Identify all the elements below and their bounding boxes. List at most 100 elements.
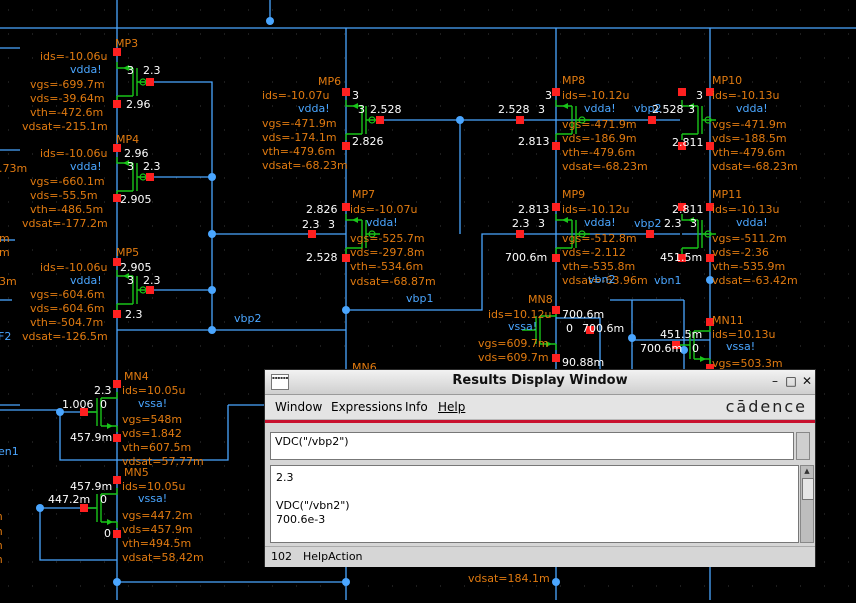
schematic-label: 2.826 — [306, 203, 338, 216]
schematic-label: vdsat=-126.5m — [22, 330, 108, 343]
schematic-label: 2.905 — [120, 261, 152, 274]
schematic-label: ids=-10.07u — [350, 203, 417, 216]
schematic-label: 700.6m — [640, 342, 682, 355]
schematic-label: vgs=-471.9m — [712, 118, 787, 131]
schematic-label: vdsat=57.77m — [122, 455, 204, 468]
schematic-label: MP5 — [116, 246, 139, 259]
schematic-label: F2 — [0, 330, 11, 343]
schematic-label: vds=-174.1m — [262, 131, 337, 144]
schematic-label: 0 — [104, 527, 111, 540]
schematic-label: vds=609.7m — [478, 351, 549, 364]
schematic-label: 2.528 — [306, 251, 338, 264]
schematic-label: 3 — [127, 64, 134, 77]
schematic-label: ids=-10.06u — [40, 261, 107, 274]
schematic-label: MP10 — [712, 74, 742, 87]
results-output[interactable]: 2.3 VDC("/vbn2") 700.6e-3 — [270, 465, 799, 543]
schematic-label: MN5 — [124, 466, 149, 479]
menu-expressions[interactable]: Expressions — [331, 400, 403, 414]
schematic-label: vbp2 — [634, 102, 661, 115]
schematic-label: vds=-39.64m — [30, 92, 105, 105]
schematic-label: vdsat=-68.23m — [712, 160, 798, 173]
close-icon[interactable]: ✕ — [801, 374, 813, 388]
schematic-label: 2.811 — [672, 136, 704, 149]
schematic-label: 1.006 — [62, 398, 94, 411]
menubar: Window Expressions Info Help cādence — [265, 395, 815, 420]
schematic-label: ids=-10.13u — [712, 203, 779, 216]
schematic-label: vdda! — [70, 160, 102, 173]
status-bar: 102 HelpAction — [265, 546, 815, 567]
schematic-label: vds=1.842 — [122, 427, 182, 440]
scroll-up-icon[interactable]: ▲ — [804, 467, 810, 475]
schematic-label: vdda! — [366, 216, 398, 229]
schematic-label: MN11 — [712, 314, 744, 327]
schematic-label: vdsat=-68.23m — [562, 160, 648, 173]
schematic-label: 2m — [0, 246, 10, 259]
schematic-label: 2.905 — [120, 193, 152, 206]
schematic-label: vdda! — [736, 216, 768, 229]
schematic-label: ids=10.12u — [488, 308, 551, 321]
schematic-label: vth=-472.6m — [30, 106, 103, 119]
schematic-label: ids=-10.07u — [262, 89, 329, 102]
schematic-label: 3 — [538, 103, 545, 116]
schematic-label: 451.5m — [660, 251, 702, 264]
schematic-label: vgs=-604.6m — [30, 288, 105, 301]
schematic-label: m — [0, 510, 3, 523]
schematic-label: vdsat=-177.2m — [22, 217, 108, 230]
schematic-label: 3 — [538, 217, 545, 230]
menu-info[interactable]: Info — [405, 400, 428, 414]
schematic-label: 2.528 — [370, 103, 402, 116]
schematic-label: vgs=-660.1m — [30, 175, 105, 188]
schematic-label: vth=-534.6m — [350, 260, 423, 273]
schematic-label: 700.6m — [505, 251, 547, 264]
schematic-label: vds=-297.8m — [350, 246, 425, 259]
window-app-icon[interactable]: ▪▪▪▪▪▪ — [271, 374, 289, 390]
schematic-label: vth=-535.8m — [562, 260, 635, 273]
schematic-label: vds=-604.6m — [30, 302, 105, 315]
status-code: 102 — [271, 550, 292, 563]
results-display-window[interactable]: ▪▪▪▪▪▪ Results Display Window – □ ✕ Wind… — [264, 369, 816, 567]
schematic-label: 457.9m — [70, 480, 112, 493]
schematic-label: 0 — [692, 342, 699, 355]
scroll-thumb[interactable] — [802, 478, 814, 500]
schematic-label: 2.813 — [518, 203, 550, 216]
schematic-label: ids=10.05u — [122, 480, 185, 493]
schematic-label: m — [0, 525, 3, 538]
schematic-label: vdda! — [70, 274, 102, 287]
schematic-label: MN8 — [528, 293, 553, 306]
junction-dots — [36, 17, 714, 586]
output-line: 2.3 — [276, 471, 294, 484]
window-title: Results Display Window — [452, 373, 628, 388]
expression-field[interactable]: VDC("/vbp2") — [270, 432, 794, 460]
window-titlebar[interactable]: ▪▪▪▪▪▪ Results Display Window – □ ✕ — [265, 370, 815, 395]
output-scrollbar[interactable]: ▲ — [800, 465, 814, 543]
schematic-label: vssa! — [138, 397, 167, 410]
schematic-label: 2.826 — [352, 135, 384, 148]
schematic-label: vth=607.5m — [122, 441, 191, 454]
menu-window[interactable]: Window — [275, 400, 323, 414]
minimize-icon[interactable]: – — [772, 374, 778, 388]
schematic-label: vdsat=184.1m — [468, 572, 550, 585]
schematic-label: 0 — [100, 493, 107, 506]
schematic-label: vssa! — [138, 492, 167, 505]
menu-help[interactable]: Help — [438, 400, 466, 414]
expression-scrollbar[interactable] — [796, 432, 810, 460]
schematic-label: 2.3 — [302, 218, 320, 231]
status-text: HelpAction — [303, 550, 363, 563]
schematic-label: vgs=-511.2m — [712, 232, 787, 245]
schematic-label: 3 — [545, 89, 552, 102]
schematic-label: 2m — [0, 232, 10, 245]
schematic-label: vssa! — [726, 340, 755, 353]
schematic-label: ids=-10.13u — [712, 89, 779, 102]
schematic-label: vth=-479.6m — [562, 146, 635, 159]
schematic-label: 700.6m — [582, 322, 624, 335]
maximize-icon[interactable]: □ — [785, 374, 797, 388]
schematic-label: vth=-504.7m — [30, 316, 103, 329]
schematic-label: vds=-2.36 — [712, 246, 769, 259]
schematic-label: 2.528 — [652, 103, 684, 116]
schematic-label: 3 — [690, 217, 697, 230]
schematic-label: vgs=-512.8m — [562, 232, 637, 245]
output-line: VDC("/vbn2") — [276, 499, 350, 512]
schematic-label: 3.73m — [0, 162, 27, 175]
